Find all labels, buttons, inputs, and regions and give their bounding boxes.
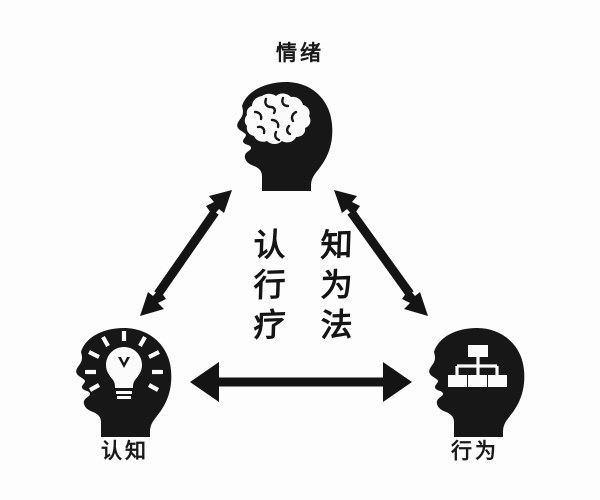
center-title-char: 为: [319, 265, 354, 305]
connector-emotion-behavior: [334, 190, 428, 316]
lightbulb-base-stripe: [117, 396, 131, 399]
arrowhead-up-left: [334, 190, 360, 216]
center-title-char: 行: [252, 265, 287, 305]
center-title-char: 认: [252, 225, 287, 265]
connector-emotion-cognition: [140, 190, 232, 316]
arrowhead-left: [190, 362, 219, 402]
arrowhead-right: [383, 362, 412, 402]
org-chart-node-top: [468, 345, 488, 357]
center-title-char: 法: [319, 305, 354, 345]
org-chart-node-center: [468, 375, 487, 387]
brain-icon: [244, 93, 311, 144]
org-chart-icon: [448, 345, 507, 387]
lightbulb-rays: [85, 331, 163, 392]
node-behavior-graphic: [429, 328, 525, 437]
arrowhead-down-right: [402, 289, 428, 316]
org-chart-connectors: [455, 357, 499, 375]
connector-cognition-behavior: [190, 362, 412, 402]
node-cognition-graphic: [76, 328, 172, 437]
brain-fold-lines: [253, 96, 298, 142]
arrowhead-down-left: [140, 289, 166, 316]
lightbulb-base-stripe: [116, 391, 132, 394]
org-chart-node-left: [448, 375, 467, 387]
node-label-behavior: 行为: [451, 438, 499, 463]
node-label-cognition: 认知: [101, 438, 149, 463]
node-label-emotion: 情绪: [276, 40, 324, 65]
org-chart-node-right: [488, 375, 507, 387]
lightbulb-filament: [118, 357, 130, 368]
center-title-char: 疗: [252, 305, 287, 345]
center-title: 认 知 行 为 疗 法: [238, 225, 368, 345]
center-title-char: 知: [319, 225, 354, 265]
node-emotion-graphic: [237, 82, 333, 191]
arrowhead-up-right: [206, 190, 232, 216]
